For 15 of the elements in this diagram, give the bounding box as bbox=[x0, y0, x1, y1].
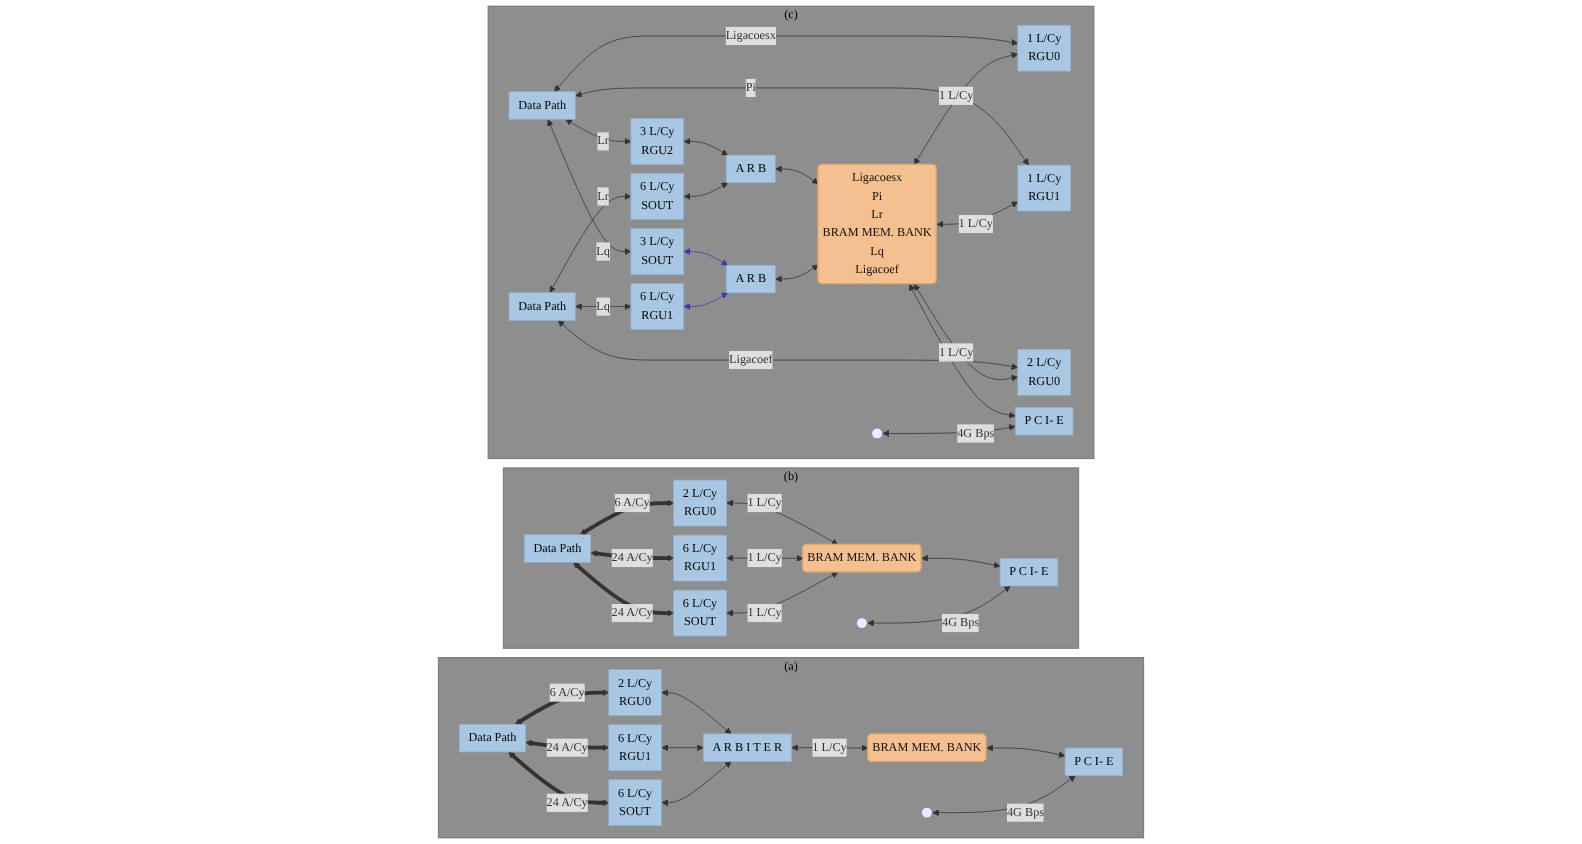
arrow bbox=[683, 182, 728, 200]
arrow bbox=[986, 744, 1066, 758]
arrow bbox=[661, 744, 704, 752]
arrow bbox=[515, 689, 610, 725]
arrow bbox=[661, 689, 732, 735]
arrow bbox=[921, 555, 1001, 569]
arrow bbox=[683, 292, 728, 310]
arrow bbox=[683, 138, 728, 156]
arrow bbox=[775, 165, 819, 185]
arrow bbox=[683, 248, 728, 266]
arrow bbox=[508, 751, 610, 807]
arrow bbox=[775, 264, 819, 283]
arrow bbox=[661, 761, 732, 807]
arrow bbox=[579, 499, 674, 535]
arrow bbox=[573, 562, 674, 617]
